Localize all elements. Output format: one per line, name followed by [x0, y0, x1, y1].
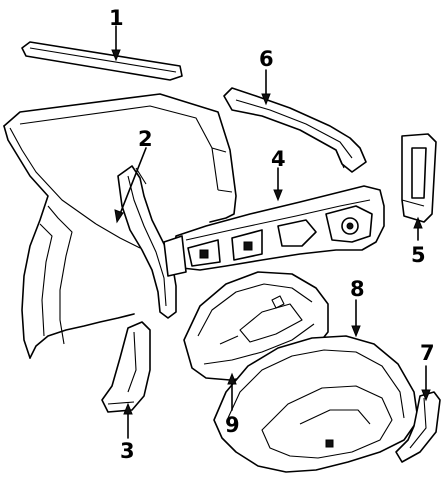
part-1-roof-molding [21, 41, 183, 81]
callout-7: 7 [420, 341, 435, 365]
callout-5: 5 [411, 243, 426, 267]
callout-4: 4 [271, 147, 286, 171]
car-body-outline [3, 93, 237, 359]
callout-9: 9 [225, 413, 240, 437]
callout-1: 1 [109, 6, 124, 30]
callout-2: 2 [138, 127, 153, 151]
callout-6: 6 [259, 47, 274, 71]
part-3-lower-bracket [101, 321, 151, 413]
callout-8: 8 [350, 277, 365, 301]
part-2-quarter-pillar [117, 165, 177, 319]
part-5-corner-reinforcement [401, 133, 437, 223]
part-4-quarter-inner-panel [163, 185, 385, 277]
callout-numbers: 1 2 3 4 5 6 7 8 9 [109, 6, 435, 463]
part-6-upper-rail [223, 87, 367, 173]
part-7-shield-bracket [395, 391, 441, 463]
leader-lines [111, 25, 431, 439]
callout-3: 3 [120, 439, 135, 463]
